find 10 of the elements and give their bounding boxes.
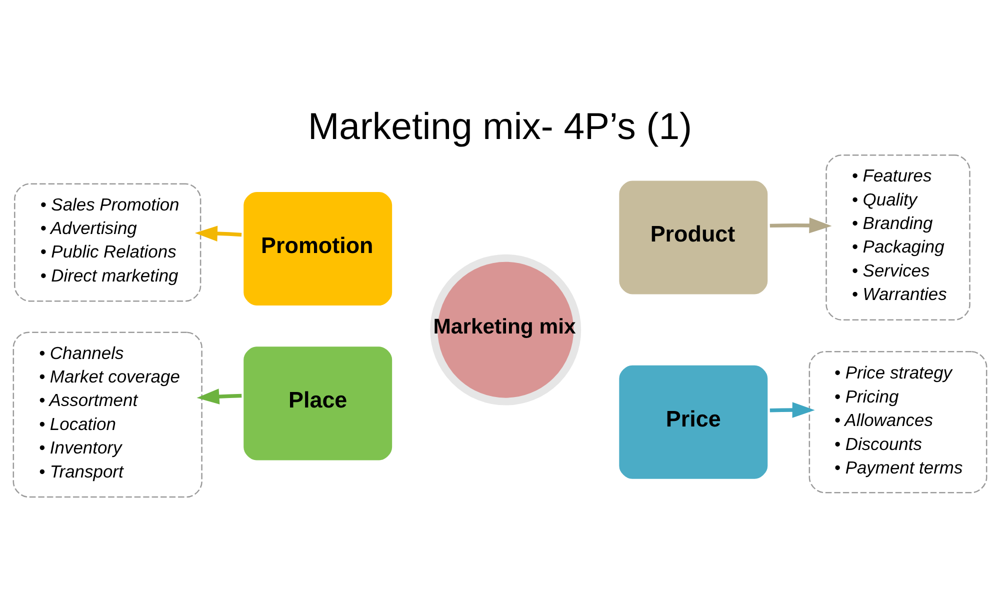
arrow: [770, 402, 815, 418]
arrow: [770, 217, 832, 233]
diagram-title: Marketing mix- 4P’s (1): [308, 104, 692, 146]
arrow: [196, 388, 242, 404]
node-box: • Features • Quality • Branding • Packaging • Services • Warranties: [826, 154, 970, 320]
node-box: • Channels • Market coverage • Assortment • Location • Inventory • Transport: [12, 331, 202, 498]
node-box: • Price strategy • Pricing • Allowances • Discounts • Payment terms: [808, 350, 988, 493]
node-circle: Marketing mix: [430, 254, 582, 405]
node-box: • Sales Promotion • Advertising • Public Relations • Direct marketing: [14, 182, 202, 302]
arrow: [194, 225, 242, 241]
